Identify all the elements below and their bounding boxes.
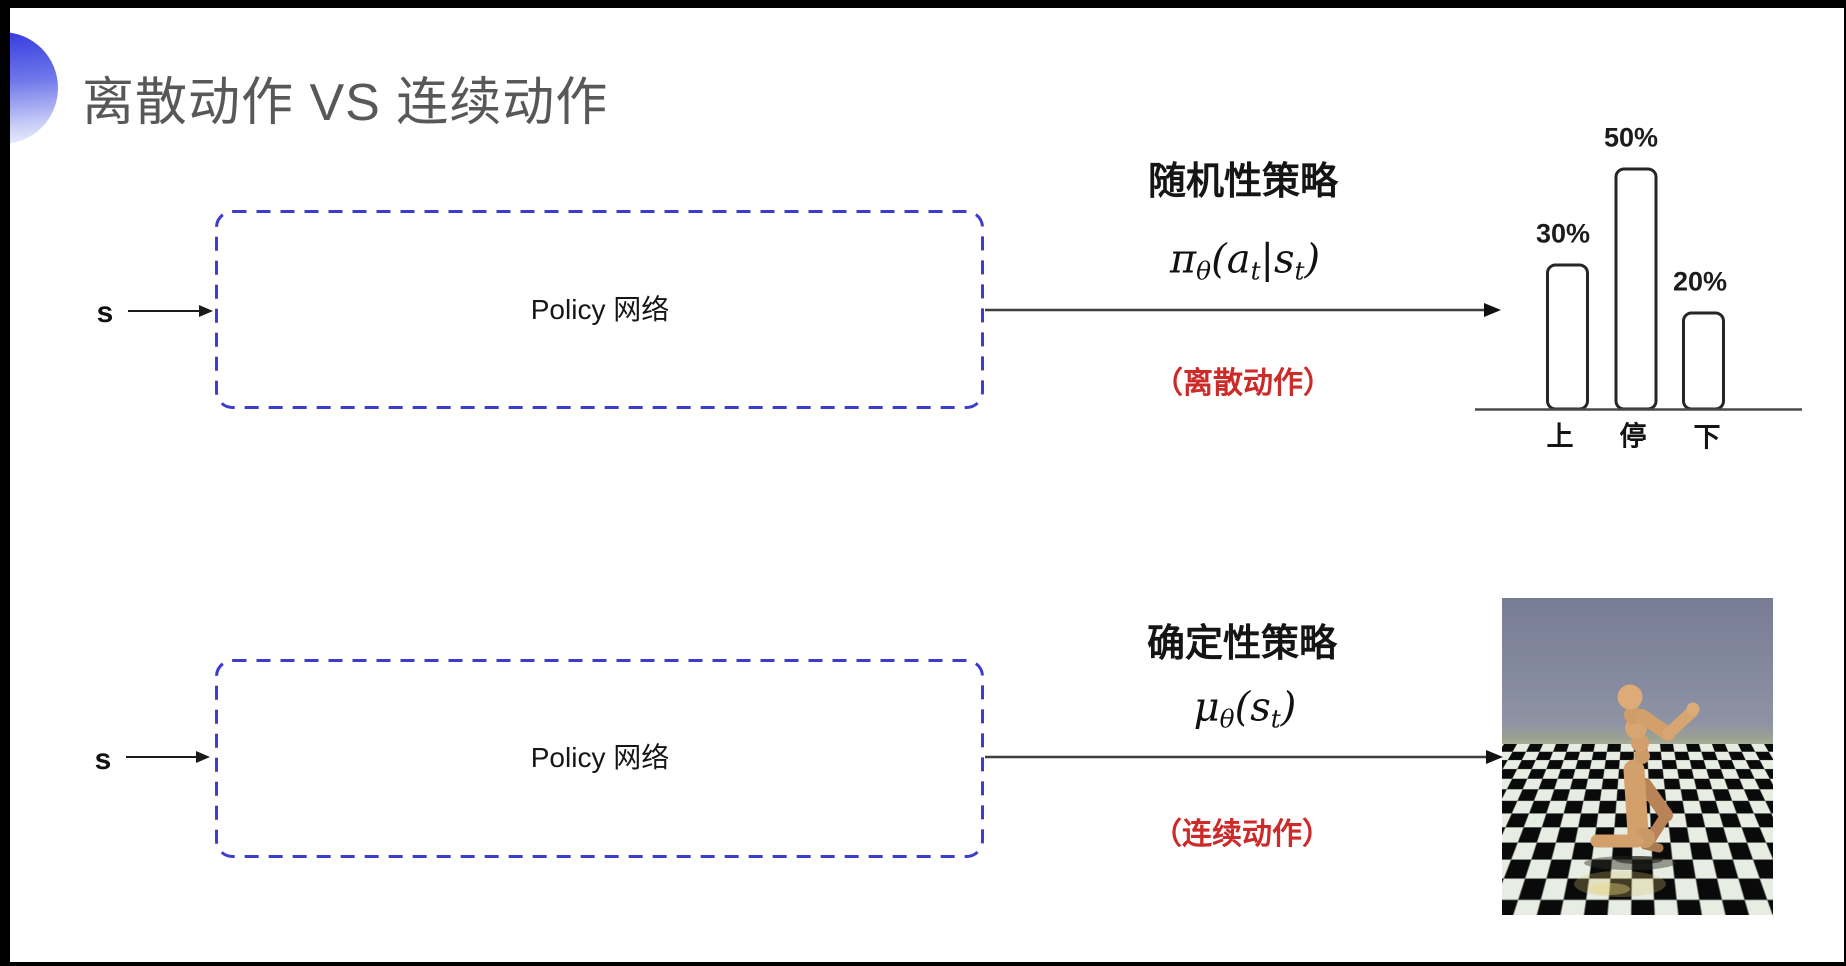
deterministic-policy-formula: μθ(st)	[1193, 684, 1297, 734]
bar-chart-bars	[1546, 167, 1725, 411]
policy-box-bottom-outline	[215, 659, 984, 858]
discrete-action-note: （离散动作）	[1153, 367, 1333, 400]
humanoid-simulation-image	[1502, 598, 1773, 915]
state-input-label-bottom: s	[94, 743, 112, 776]
page-title: 离散动作 VS 连续动作	[82, 74, 609, 132]
bar-category-label: 下	[1693, 422, 1721, 453]
sim-floor-glow	[1523, 879, 1681, 914]
bar-停	[1614, 167, 1658, 411]
arrow-input-top	[128, 305, 213, 317]
bar-value-label: 30%	[1535, 218, 1591, 249]
state-input-label-top: s	[96, 296, 114, 329]
deterministic-policy-label: 确定性策略	[1146, 623, 1338, 665]
stochastic-policy-label: 随机性策略	[1147, 161, 1339, 203]
humanoid-figure	[1574, 684, 1700, 897]
bar-category-label: 上	[1546, 421, 1574, 452]
policy-box-top-outline	[215, 210, 984, 409]
arrow-output-bottom	[985, 750, 1503, 764]
stochastic-policy-formula: πθ(at|st)	[1169, 236, 1321, 286]
bar-value-label: 50%	[1603, 122, 1659, 153]
bar-上	[1546, 263, 1589, 411]
bar-category-label: 停	[1619, 421, 1647, 452]
continuous-action-note: （连续动作）	[1152, 818, 1332, 851]
arrow-input-bottom	[126, 751, 210, 763]
bar-value-label: 20%	[1672, 266, 1728, 297]
policy-network-label-bottom: Policy 网络	[530, 742, 670, 773]
policy-network-label-top: Policy 网络	[530, 294, 670, 325]
arrow-output-top	[985, 303, 1501, 317]
bar-下	[1682, 311, 1725, 411]
